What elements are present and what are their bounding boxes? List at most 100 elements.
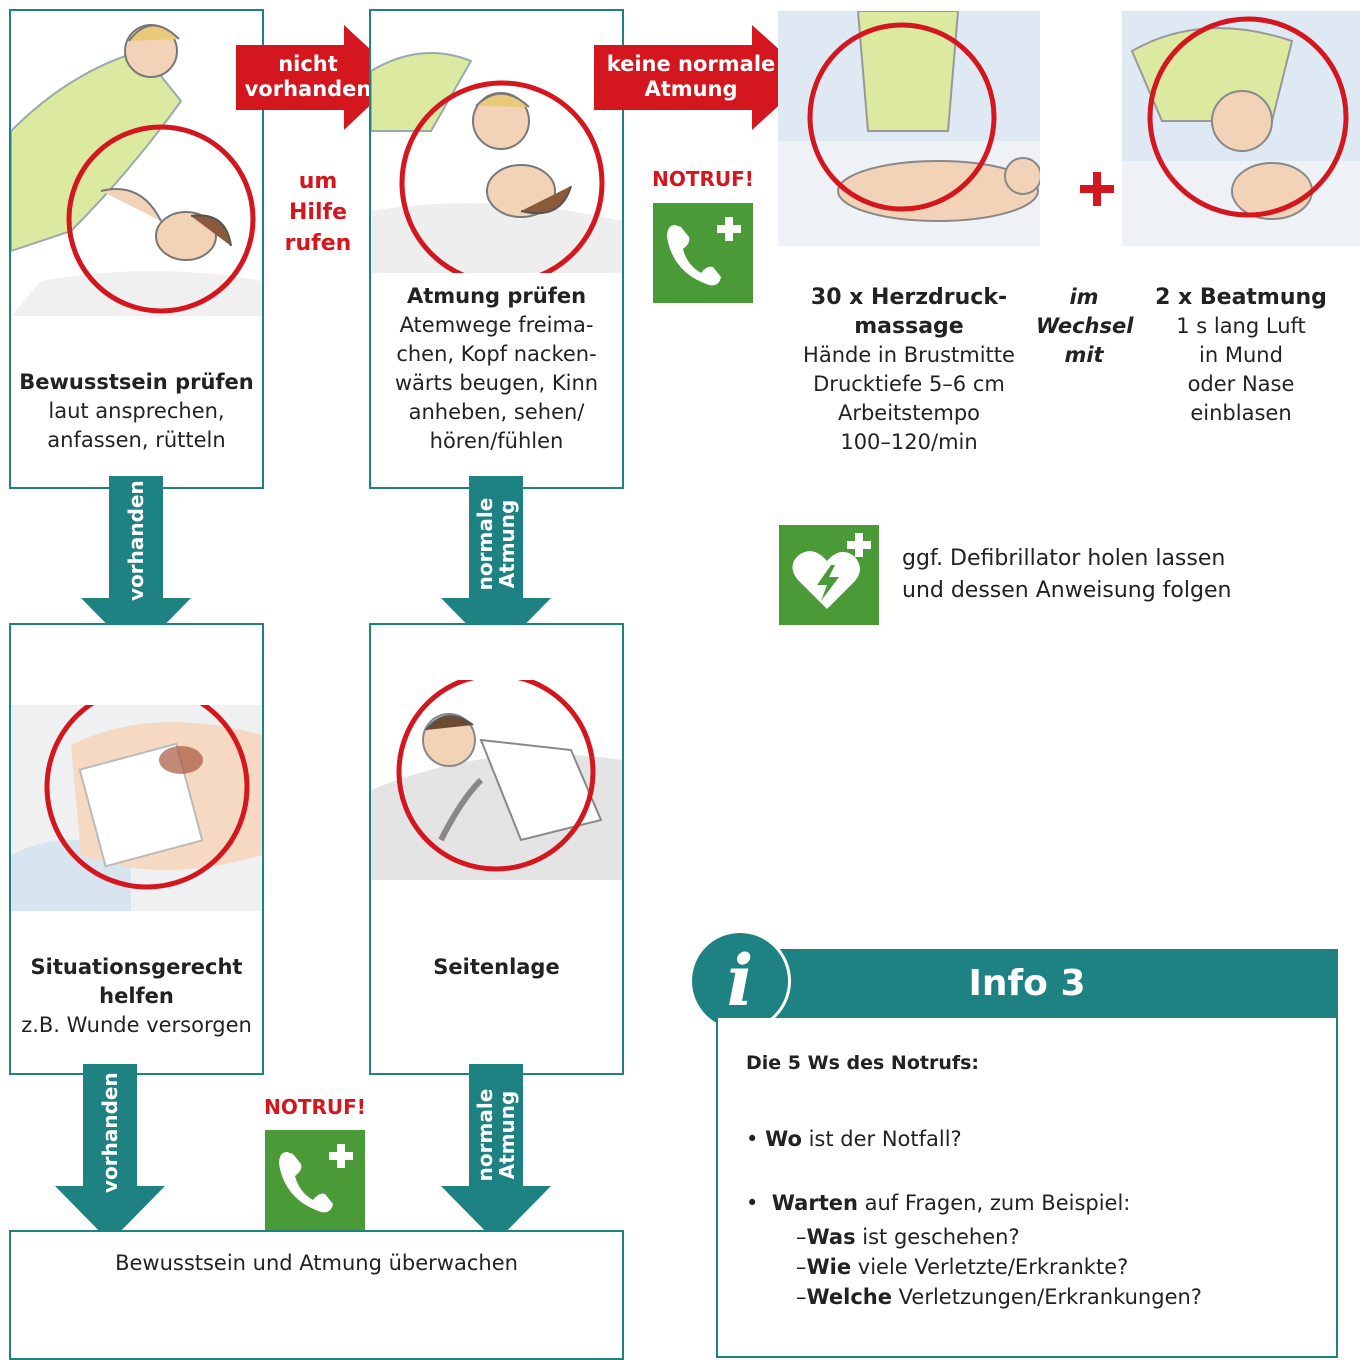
alternate-line2: Wechsel [1036, 314, 1134, 338]
call-help-line2: Hilfe [289, 200, 347, 225]
info-item2-rest: auf Fragen, zum Beispiel: [857, 1191, 1131, 1215]
arrow-top1-line2: vorhanden [244, 77, 372, 101]
cpr-title1: 30 x Herzdruck- [810, 285, 1008, 310]
notruf-bottom-label: NOTRUF! [264, 1095, 366, 1119]
info-list: Die 5 Ws des Notrufs: • Wo ist der Notfa… [746, 1048, 1326, 1312]
step2-line5: hören/fühlen [429, 429, 564, 453]
arrow-down4-line1: normale [473, 1088, 497, 1182]
cpr-line2: Drucktiefe 5–6 cm [813, 372, 1005, 396]
breath-text: 2 x Beatmung 1 s lang Luft in Mund oder … [1140, 283, 1342, 428]
info-item-1: • Wo ist der Notfall? [746, 1127, 962, 1151]
defibrillator-sign [779, 525, 879, 625]
red-arrow-no-normal-breathing [594, 25, 810, 130]
info-sub3-rest: Verletzungen/Erkrankungen? [892, 1285, 1202, 1309]
cpr-title2: massage [854, 314, 964, 339]
arrow-down2-label: normale Atmung [473, 479, 519, 609]
step4-text: Seitenlage [371, 953, 622, 982]
breath-title: 2 x Beatmung [1155, 285, 1327, 310]
teal-arrow-down-normal-breathing-2 [441, 1064, 551, 1242]
cpr-line4: 100–120/min [840, 430, 978, 454]
info-sub1-rest: ist geschehen? [855, 1225, 1020, 1249]
call-help-line1: um [298, 169, 338, 194]
step2-title: Atmung prüfen [406, 284, 587, 308]
step2-text: Atmung prüfen Atemwege freima- chen, Kop… [371, 282, 622, 456]
plus-icon [1080, 172, 1114, 206]
info-sub-3: –Welche Verletzungen/Erkrankungen? [796, 1285, 1202, 1309]
recovery-position-illustration [371, 680, 622, 880]
phone-icon [667, 217, 741, 286]
rescue-breath-illustration [1122, 11, 1360, 246]
info-item1-bold: Wo [765, 1127, 802, 1151]
wound-care-illustration [11, 705, 262, 911]
cpr-line3: Arbeitstempo [837, 401, 981, 425]
info-icon: i [689, 930, 791, 1032]
step1-line1: laut ansprechen, [48, 399, 225, 423]
red-arrow-no-normal-breathing-label: keine normale Atmung [596, 52, 786, 102]
notruf-top-label: NOTRUF! [652, 167, 754, 191]
teal-arrow-down-present-2 [55, 1064, 165, 1242]
arrow-top2-line1: keine normale [606, 52, 776, 76]
step3-text: Situationsgerecht helfen z.B. Wunde vers… [11, 953, 262, 1040]
emergency-phone-sign-top [653, 203, 753, 303]
call-help-text: um Hilfe rufen [270, 166, 366, 259]
info-content-box [716, 1018, 1338, 1358]
step2-line4: anheben, sehen/ [408, 400, 585, 424]
arrow-down4-label: normale Atmung [473, 1070, 519, 1200]
step3-title2: helfen [99, 984, 174, 1008]
step5-title: Bewusstsein und Atmung überwachen [115, 1251, 518, 1275]
arrow-down2-line2: Atmung [495, 499, 519, 589]
phone-icon [279, 1144, 353, 1213]
arrow-down4-line2: Atmung [495, 1090, 519, 1180]
arrow-down3-label: vorhanden [98, 1072, 122, 1193]
info-item2-bold: Warten [771, 1191, 858, 1215]
step1-text: Bewusstsein prüfen laut ansprechen, anfa… [11, 368, 262, 455]
breath-line1: 1 s lang Luft [1176, 314, 1306, 338]
teal-arrow-down-present-1 [81, 476, 191, 654]
info-sub-2: –Wie viele Verletzte/Erkrankte? [796, 1255, 1129, 1279]
info-item-2: • Warten auf Fragen, zum Beispiel: [746, 1191, 1131, 1215]
breath-line2: in Mund [1199, 343, 1283, 367]
red-arrow-not-present-label: nicht vorhanden [238, 52, 378, 102]
chest-compression-illustration [778, 11, 1040, 246]
step3-line1: z.B. Wunde versorgen [21, 1013, 252, 1037]
teal-arrow-down-normal-breathing-1 [441, 476, 551, 654]
arrow-top2-line2: Atmung [644, 77, 738, 101]
step2-line3: wärts beugen, Kinn [394, 371, 599, 395]
defib-line2: und dessen Anweisung folgen [902, 578, 1232, 603]
info-header-bar [716, 949, 1338, 1020]
info-sub2-bold: Wie [806, 1255, 852, 1279]
info-sub2-rest: viele Verletzte/Erkrankte? [851, 1255, 1129, 1279]
breath-line3: oder Nase [1187, 372, 1295, 396]
alternate-line3: mit [1064, 343, 1104, 367]
info-sub-1: –Was ist geschehen? [796, 1225, 1020, 1249]
emergency-phone-sign-bottom [265, 1130, 365, 1230]
arrow-top1-line1: nicht [278, 52, 338, 76]
call-help-line3: rufen [284, 231, 352, 256]
defib-line1: ggf. Defibrillator holen lassen [902, 546, 1226, 571]
step-box-monitor [9, 1230, 624, 1360]
step3-title1: Situationsgerecht [30, 955, 243, 979]
step1-title: Bewusstsein prüfen [19, 370, 254, 394]
consciousness-illustration [11, 11, 262, 316]
cpr-text: 30 x Herzdruck- massage Hände in Brustmi… [790, 283, 1028, 457]
step4-title: Seitenlage [433, 955, 560, 979]
step1-line2: anfassen, rütteln [47, 428, 226, 452]
red-arrow-not-present [236, 25, 400, 130]
defibrillator-heart-icon [792, 533, 871, 609]
info-icon-letter: i [726, 939, 754, 1022]
info-title: Info 3 [968, 963, 1086, 1004]
arrow-down2-line1: normale [473, 497, 497, 591]
cpr-line1: Hände in Brustmitte [803, 343, 1015, 367]
breath-line4: einblasen [1190, 401, 1292, 425]
alternate-line1: im [1069, 285, 1099, 309]
info-sub3-bold: Welche [806, 1285, 893, 1309]
alternate-text: im Wechsel mit [1036, 283, 1134, 370]
breathing-check-illustration [371, 11, 622, 273]
info-item1-rest: ist der Notfall? [801, 1127, 962, 1151]
arrow-down1-label: vorhanden [124, 480, 148, 601]
info-subtitle: Die 5 Ws des Notrufs: [746, 1052, 980, 1074]
info-sub1-bold: Was [806, 1225, 856, 1249]
defib-text: ggf. Defibrillator holen lassen und dess… [902, 543, 1231, 607]
step2-line1: Atemwege freima- [399, 313, 594, 337]
step2-line2: chen, Kopf nacken- [396, 342, 597, 366]
